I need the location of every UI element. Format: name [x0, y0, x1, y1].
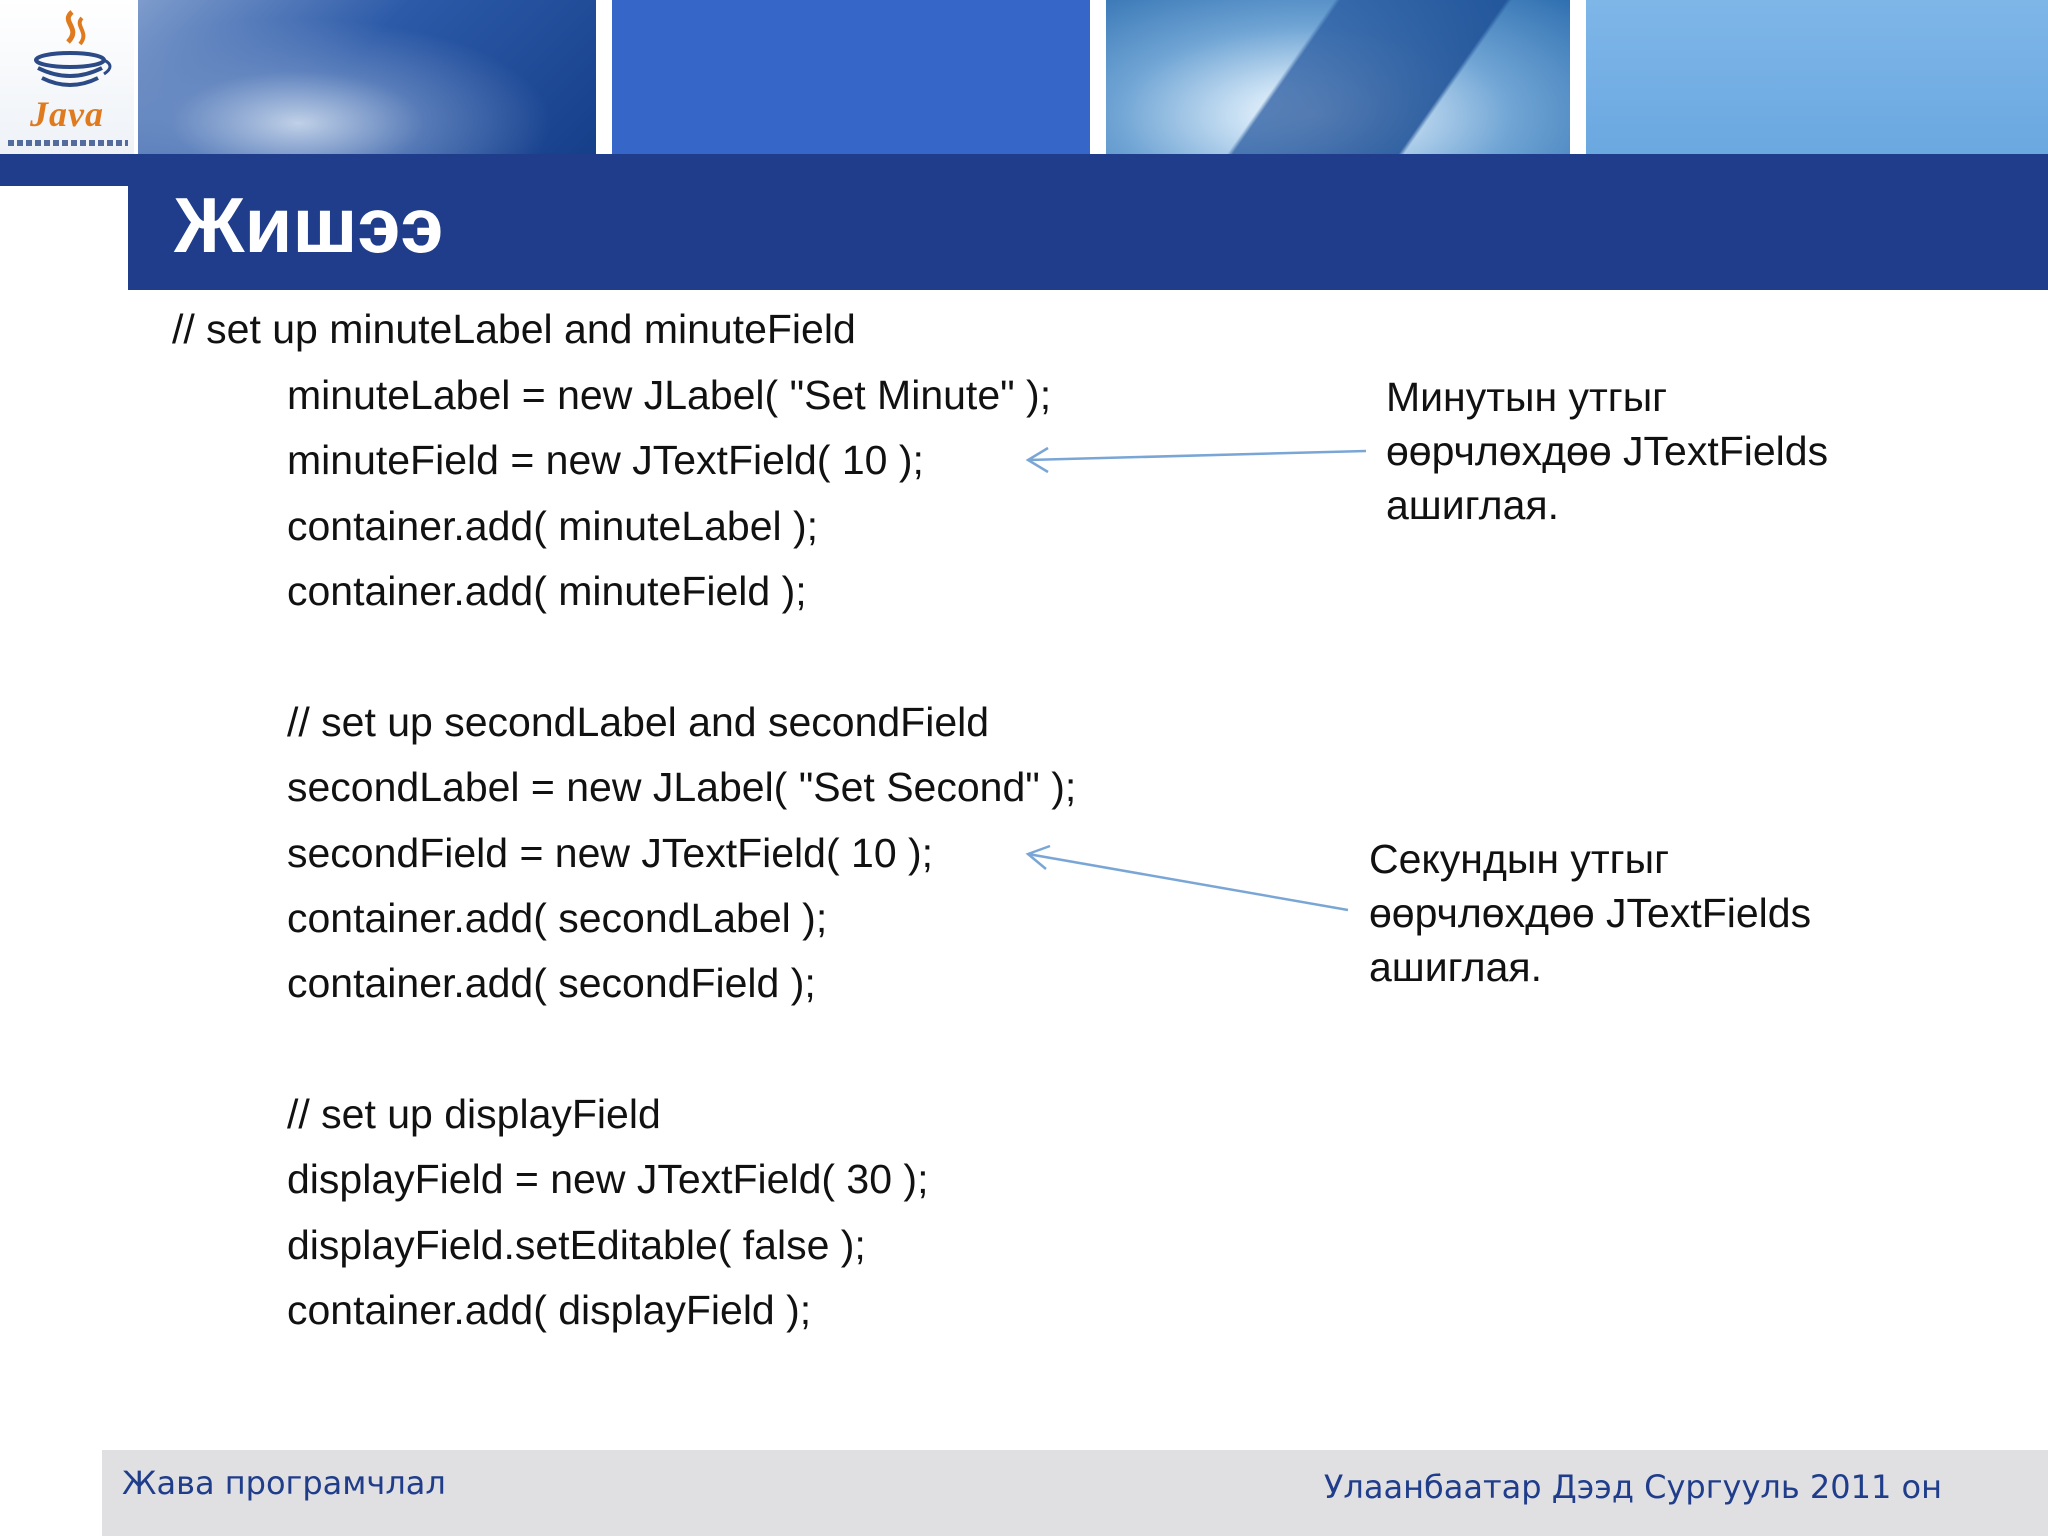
code-comment-second: // set up secondLabel and secondField — [287, 699, 990, 745]
code-line: container.add( displayField ); — [287, 1287, 812, 1333]
code-line: secondField = new JTextField( 10 ); — [287, 830, 934, 876]
banner-panel-light-blue — [1586, 0, 2048, 154]
code-line: container.add( secondField ); — [287, 960, 816, 1006]
code-line: minuteField = new JTextField( 10 ); — [287, 437, 924, 483]
banner-image-hands — [138, 0, 596, 154]
header-banner: Java — [0, 0, 2048, 154]
code-line: container.add( secondLabel ); — [287, 895, 828, 941]
title-band-extension — [0, 154, 128, 186]
callout-minute: Минутын утгыг өөрчлөхдөө JTextFields аши… — [1386, 374, 1829, 528]
code-line: displayField = new JTextField( 30 ); — [287, 1156, 929, 1202]
arrow-minute — [1025, 446, 1367, 474]
banner-image-buildings — [1106, 0, 1570, 154]
logo-tagline-decoration — [8, 140, 128, 146]
code-line: displayField.setEditable( false ); — [287, 1222, 866, 1268]
code-comment-display: // set up displayField — [287, 1091, 661, 1137]
code-line: container.add( minuteField ); — [287, 568, 807, 614]
banner-panel-blue — [612, 0, 1090, 154]
footer-bar: Жава програмчлал Улаанбаатар Дээд Сургуу… — [102, 1450, 2048, 1536]
code-line: secondLabel = new JLabel( "Set Second" )… — [287, 764, 1077, 810]
title-band — [128, 154, 2048, 290]
footer-institution: Улаанбаатар Дээд Сургууль 2011 он — [1323, 1468, 1942, 1506]
callout-second: Секундын утгыг өөрчлөхдөө JTextFields аш… — [1369, 836, 1812, 990]
slide-title: Жишээ — [174, 181, 444, 269]
code-line: minuteLabel = new JLabel( "Set Minute" )… — [287, 372, 1052, 418]
java-logo-text: Java — [30, 94, 104, 134]
arrow-second — [1025, 844, 1349, 912]
code-line: container.add( minuteLabel ); — [287, 503, 819, 549]
code-comment-minute: // set up minuteLabel and minuteField — [172, 306, 856, 352]
java-logo: Java — [0, 0, 134, 154]
footer-course-name: Жава програмчлал — [122, 1464, 446, 1502]
java-cup-icon — [34, 10, 112, 87]
